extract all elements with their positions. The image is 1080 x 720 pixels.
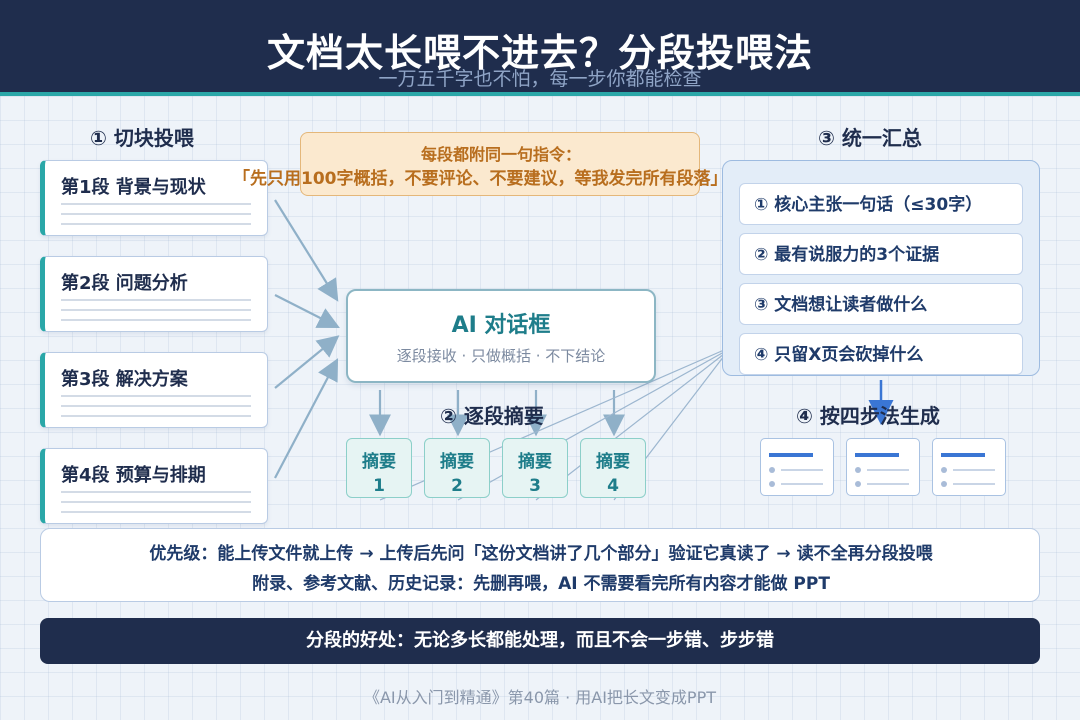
page-title: 文档太长喂不进去？分段投喂法 bbox=[266, 31, 813, 75]
summary-card-2: 摘要 2 bbox=[424, 438, 490, 498]
step3-title: ③ 统一汇总 bbox=[818, 126, 922, 150]
benefit-banner: 分段的好处：无论多长都能处理，而且不会一步错、步步错 bbox=[40, 618, 1040, 664]
summary-card-4: 摘要 4 bbox=[580, 438, 646, 498]
segment-card-4: 第4段 预算与排期 bbox=[40, 448, 268, 524]
step4-title: ④ 按四步法生成 bbox=[796, 404, 940, 428]
segment-card-3: 第3段 解决方案 bbox=[40, 352, 268, 428]
arrow-seg1-ai bbox=[274, 199, 339, 302]
document-icon bbox=[846, 438, 920, 496]
ai-dialog-title: AI 对话框 bbox=[451, 313, 551, 338]
instruction-callout: 每段都附同一句指令： 「先只用100字概括，不要评论、不要建议，等我发完所有段落… bbox=[233, 132, 728, 196]
panel-item-reader-action: ③ 文档想让读者做什么 bbox=[739, 283, 1023, 325]
document-icon bbox=[760, 438, 834, 496]
page-subtitle: 一万五千字也不怕，每一步你都能检查 bbox=[378, 68, 702, 90]
segment-card-1: 第1段 背景与现状 bbox=[40, 160, 268, 236]
arrow-seg4-ai bbox=[274, 358, 339, 479]
ai-dialog-box: AI 对话框 逐段接收 · 只做概括 · 不下结论 bbox=[346, 289, 656, 383]
segment-label: 第4段 预算与排期 bbox=[61, 465, 206, 486]
segment-label: 第3段 解决方案 bbox=[61, 369, 188, 390]
panel-item-core-claim: ① 核心主张一句话（≤30字） bbox=[739, 183, 1023, 225]
instruction-text: 「先只用100字概括，不要评论、不要建议，等我发完所有段落」 bbox=[233, 169, 728, 189]
arrow-seg3-ai bbox=[274, 335, 340, 389]
header-banner bbox=[0, 0, 1080, 92]
footer-caption: 《AI从入门到精通》第40篇 · 用AI把长文变成PPT bbox=[363, 688, 717, 707]
segment-label: 第1段 背景与现状 bbox=[61, 177, 206, 198]
segment-label: 第2段 问题分析 bbox=[61, 273, 188, 294]
header-divider bbox=[0, 92, 1080, 96]
priority-line-1: 优先级：能上传文件就上传 → 上传后先问「这份文档讲了几个部分」验证它真读了 →… bbox=[149, 544, 933, 564]
priority-line-2: 附录、参考文献、历史记录：先删再喂，AI 不需要看完所有内容才能做 PPT bbox=[252, 574, 830, 594]
summary-card-3: 摘要 3 bbox=[502, 438, 568, 498]
instruction-heading: 每段都附同一句指令： bbox=[420, 145, 581, 164]
panel-item-evidence: ② 最有说服力的3个证据 bbox=[739, 233, 1023, 275]
document-icon bbox=[932, 438, 1006, 496]
arrow-seg2-ai bbox=[274, 294, 340, 328]
panel-item-cut: ④ 只留X页会砍掉什么 bbox=[739, 333, 1023, 375]
priority-box: 优先级：能上传文件就上传 → 上传后先问「这份文档讲了几个部分」验证它真读了 →… bbox=[40, 528, 1040, 602]
summary-card-1: 摘要 1 bbox=[346, 438, 412, 498]
step1-title: ① 切块投喂 bbox=[90, 126, 194, 150]
ai-dialog-subtitle: 逐段接收 · 只做概括 · 不下结论 bbox=[396, 347, 606, 365]
segment-card-2: 第2段 问题分析 bbox=[40, 256, 268, 332]
summary-panel: ① 核心主张一句话（≤30字） ② 最有说服力的3个证据 ③ 文档想让读者做什么… bbox=[722, 160, 1040, 376]
step2-title: ② 逐段摘要 bbox=[440, 404, 544, 428]
